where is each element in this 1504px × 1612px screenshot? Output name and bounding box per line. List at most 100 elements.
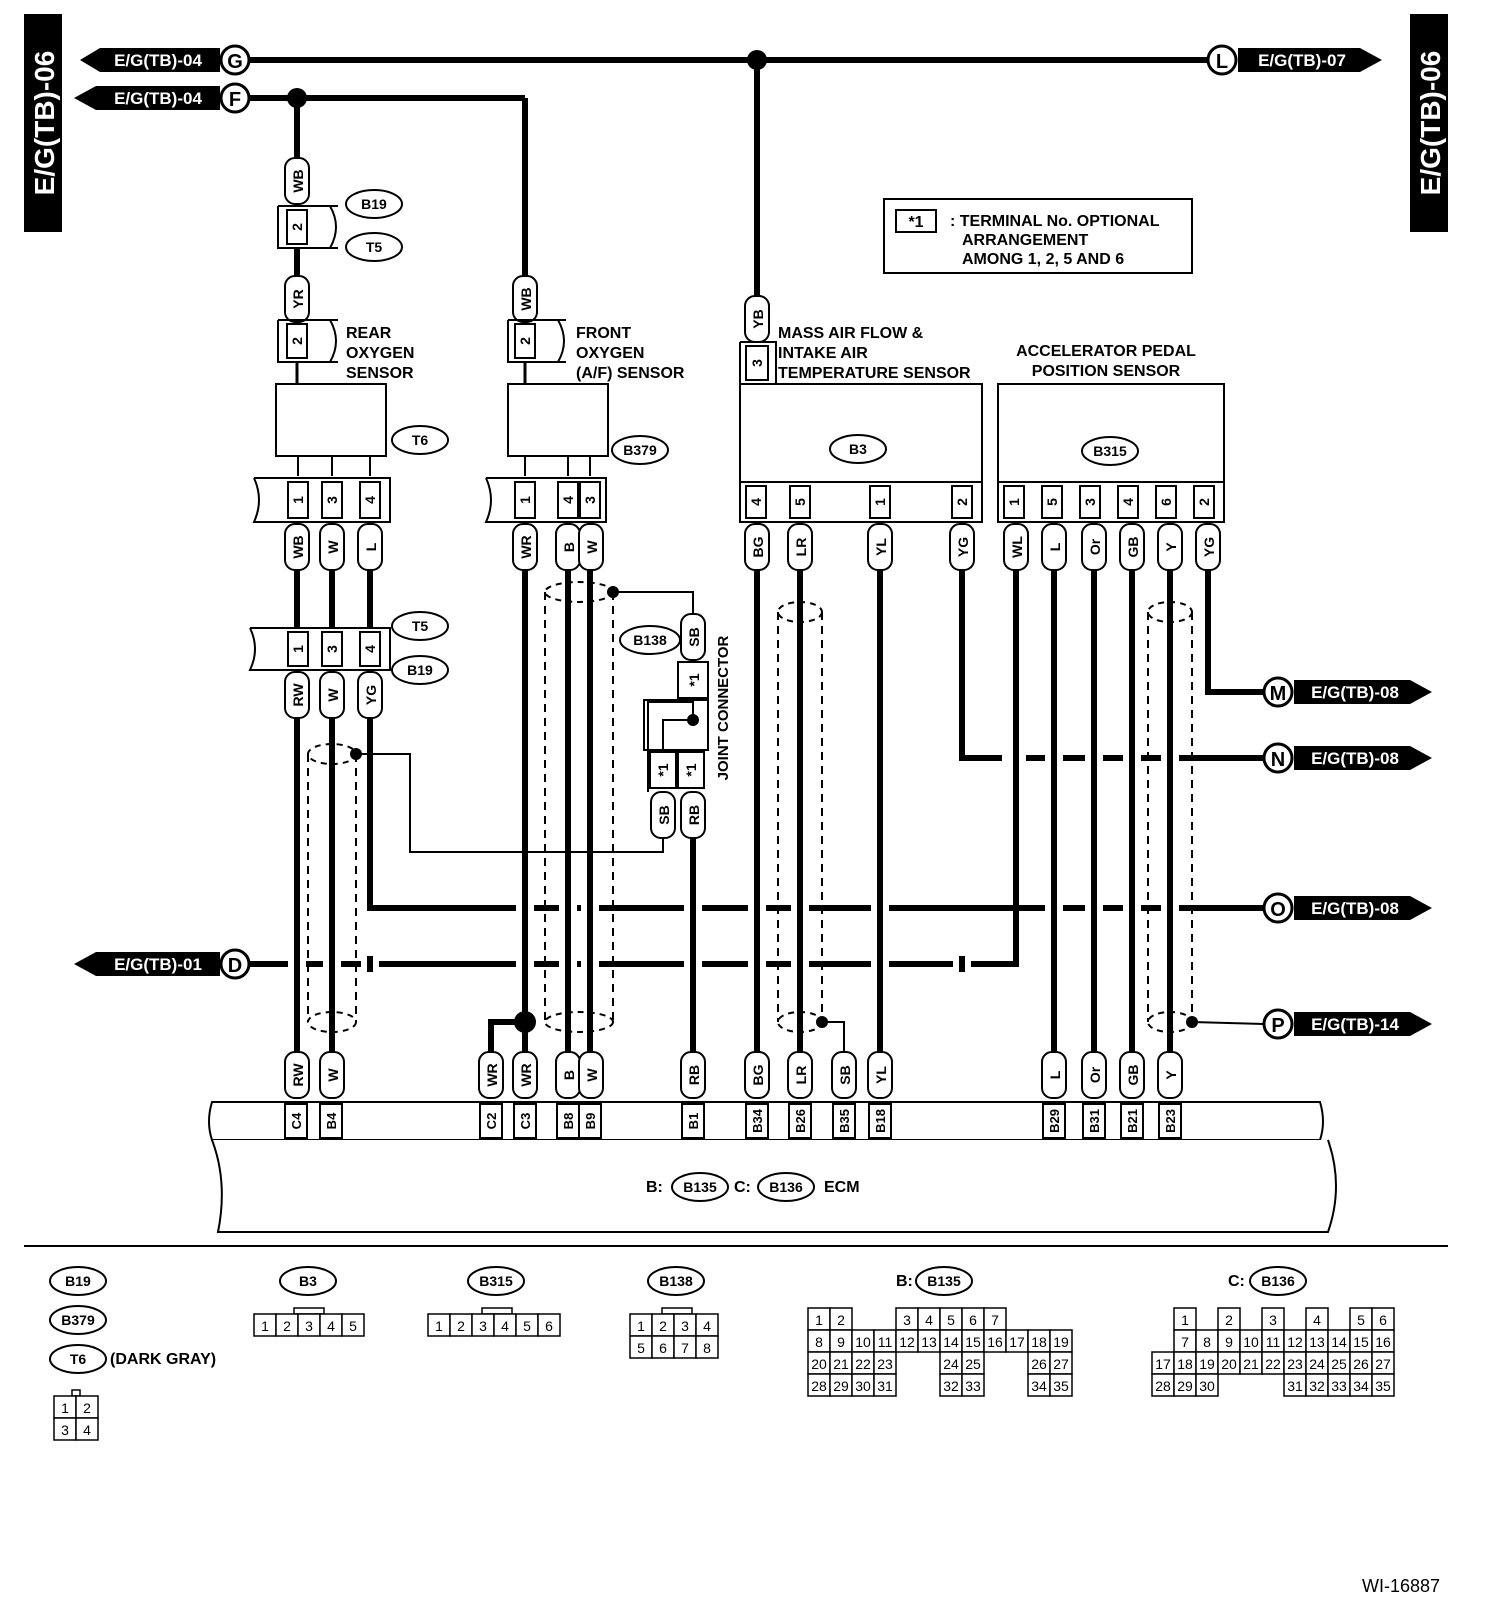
b136-legend-cell-label: 11 [1266,1334,1281,1350]
b135-legend-cell-label: 11 [878,1334,893,1350]
svg-text:B379: B379 [623,442,657,458]
svg-text:POSITION SENSOR: POSITION SENSOR [1032,363,1181,380]
b136-legend-cell-label: 29 [1177,1378,1193,1394]
svg-text:B4: B4 [324,1112,339,1129]
svg-text:3: 3 [1082,498,1098,506]
svg-text:LR: LR [793,1066,809,1085]
arrow-o[interactable]: O E/G(TB)-08 [1262,892,1432,924]
b135-legend-cell-label: 26 [1031,1356,1047,1372]
svg-text:B138: B138 [659,1273,693,1289]
svg-text:E/G(TB)-08: E/G(TB)-08 [1311,683,1399,702]
svg-text:L: L [363,542,379,551]
svg-text:4: 4 [362,496,378,504]
arrow-p[interactable]: P E/G(TB)-14 [1262,1008,1432,1040]
arrow-m[interactable]: M E/G(TB)-08 [1262,676,1432,708]
rear-o2-top: WB 2 B19 T5 YR 2 [277,146,403,384]
arrow-g[interactable]: E/G(TB)-04 G [80,44,251,76]
b135-legend-cell-label: 12 [899,1334,915,1350]
svg-text:BG: BG [750,536,766,557]
maf-sensor: B3 [739,383,983,483]
arrow-l[interactable]: L E/G(TB)-07 [1206,44,1382,76]
svg-text:WL: WL [1009,536,1025,558]
svg-text:B135: B135 [683,1179,717,1195]
b135-legend-cell [873,1373,897,1397]
svg-text:RW: RW [290,1063,306,1087]
arrow-d[interactable]: E/G(TB)-01 D [74,948,251,980]
svg-text:B34: B34 [750,1108,765,1133]
splice-dot-f [287,88,307,108]
svg-text:B19: B19 [361,196,387,212]
b136-legend-cell-label: 7 [1181,1334,1189,1350]
b136-legend-cell-label: 25 [1331,1356,1347,1372]
b135-legend-cell-label: 6 [969,1312,977,1328]
ecm-pin-cells: C4 B4 C2 C3 B8 B9 B1 B34 B26 B35 B18 B29… [284,1103,1182,1139]
svg-text:1: 1 [61,1400,69,1416]
svg-text:F: F [229,89,241,111]
svg-text:B135: B135 [927,1273,961,1289]
ecm-wire-labels: RW W WR WR B W RB BG LR SB YL L Or GB Y [284,1051,1183,1099]
svg-text:B:: B: [896,1273,913,1290]
b135-legend-cell-label: 2 [837,1312,845,1328]
b135-legend-cell-label: 9 [837,1334,845,1350]
svg-text:*1: *1 [683,763,699,776]
front-o2-label: FRONT OXYGEN (A/F) SENSOR [576,325,685,382]
b135-legend-cell-label: 24 [943,1356,959,1372]
svg-text:FRONT: FRONT [576,325,631,342]
svg-text:O: O [1270,899,1286,921]
svg-text:REAR: REAR [346,325,392,342]
splice-dot-g [747,50,767,70]
wire-labels-upper: WB W L RW W YG WR B W BG LR YL YG WL L O… [284,523,1221,719]
svg-text:RB: RB [686,1065,702,1085]
b135-legend-cell-label: 31 [877,1378,893,1394]
svg-text:M: M [1270,683,1287,705]
arrow-f[interactable]: E/G(TB)-04 F [74,82,251,114]
b135-legend-cell-label: 10 [855,1334,871,1350]
b135-legend-cell-label: 34 [1031,1378,1047,1394]
b138-legend-cell-label: 1 [637,1318,645,1334]
svg-text:P: P [1271,1015,1284,1037]
svg-text:4: 4 [560,496,576,504]
svg-text:*1: *1 [686,673,702,686]
svg-text:W: W [325,540,341,554]
svg-text:E/G(TB)-01: E/G(TB)-01 [114,955,202,974]
svg-text:B: B [561,1070,577,1080]
svg-text:1: 1 [1006,498,1022,506]
svg-text:TEMPERATURE SENSOR: TEMPERATURE SENSOR [778,365,971,382]
crossing-gaps [288,753,1179,969]
svg-text:SENSOR: SENSOR [346,365,414,382]
svg-text:GB: GB [1125,537,1141,558]
b135-legend-cell-label: 28 [811,1378,827,1394]
b135-legend-cell-label: 29 [833,1378,849,1394]
b136-legend-cell-label: 31 [1287,1378,1303,1394]
b135-legend-cell-label: 30 [855,1378,871,1394]
svg-text:WB: WB [290,169,306,192]
b135-legend-cell-label: 19 [1053,1334,1069,1350]
svg-text:AMONG 1, 2, 5 AND 6: AMONG 1, 2, 5 AND 6 [962,251,1124,268]
b136-legend-cell-label: 34 [1353,1378,1369,1394]
b135-legend-cell-label: 33 [965,1378,981,1394]
svg-text:MASS AIR FLOW &: MASS AIR FLOW & [778,325,924,342]
b136-legend-cell-label: 30 [1199,1378,1215,1394]
b136-legend-cell-label: 2 [1225,1312,1233,1328]
svg-text:G: G [227,51,243,73]
svg-text:B:: B: [646,1179,663,1196]
page-tag-right: E/G(TB)-06 [1410,14,1448,232]
svg-text:Or: Or [1087,1066,1103,1083]
t5-connector: 1 3 4 T5 B19 [248,611,449,685]
svg-text:T6: T6 [412,432,429,448]
svg-text:4: 4 [362,645,378,653]
svg-text:YG: YG [955,537,971,557]
svg-text:6: 6 [1158,498,1174,506]
svg-text:(DARK GRAY): (DARK GRAY) [110,1351,216,1368]
b138-legend-cell-label: 3 [681,1318,689,1334]
svg-text:T5: T5 [366,239,383,255]
svg-text:B: B [561,542,577,552]
b136-legend-cell-label: 33 [1331,1378,1347,1394]
b138-legend-cell-label: 8 [703,1340,711,1356]
terminal-note: *1 : TERMINAL No. OPTIONAL ARRANGEMENT A… [883,198,1193,274]
svg-text:D: D [228,955,242,977]
svg-text:B138: B138 [633,632,667,648]
b135-legend-cell-label: 35 [1053,1378,1069,1394]
arrow-n[interactable]: N E/G(TB)-08 [1262,742,1432,774]
b138-legend-cell [695,1335,719,1359]
